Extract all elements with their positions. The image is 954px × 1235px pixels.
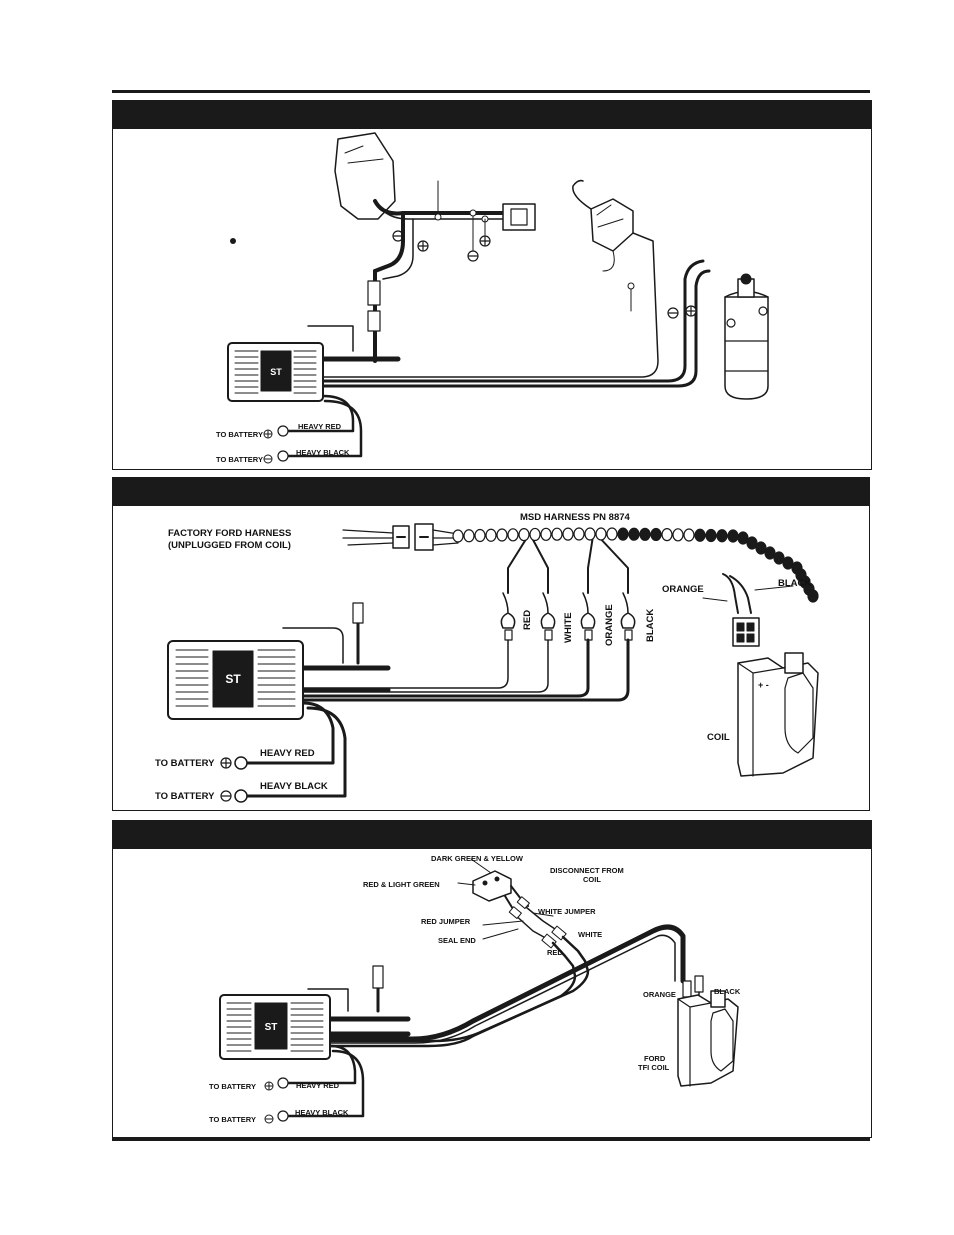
black-label: BLACK (778, 578, 811, 589)
harness-bead (474, 528, 486, 543)
harness-bead (496, 528, 508, 542)
disconnect-label-line1: DISCONNECT FROM (550, 866, 624, 875)
harness-bead (716, 529, 728, 543)
to-battery-positive-label: TO BATTERY (216, 430, 263, 439)
harness-bead (746, 536, 758, 550)
heavy-black-label: HEAVY BLACK (296, 448, 350, 457)
harness-beads (452, 527, 819, 603)
coil-label: COIL (707, 732, 730, 743)
harness-bead (595, 527, 607, 541)
red-label: RED (547, 948, 563, 957)
coil-connector-plug (732, 617, 760, 647)
harness-bead (485, 528, 497, 542)
harness-bead (518, 528, 530, 542)
harness-bead (628, 527, 640, 541)
dark-green-yellow-label: DARK GREEN & YELLOW (431, 854, 524, 863)
harness-bead (507, 528, 519, 542)
wiring-diagram-2: + - ST FACTORY FORD HARNESS (UNPLUGGED F… (112, 477, 870, 811)
harness-bead (573, 527, 585, 541)
harness-bead (584, 527, 596, 541)
wiring-diagram-3: ST DARK GREEN & YELLOW RED & LIGHT GREEN… (112, 820, 872, 1138)
harness-bead (650, 527, 662, 542)
to-battery-negative-label: TO BATTERY (155, 791, 215, 802)
harness-bead (463, 529, 475, 543)
diagram-1-drawing: ST TO BATTERY TO BATTERY HEAVY RED HEAVY… (216, 132, 769, 464)
white-jumper-label: WHITE JUMPER (538, 907, 596, 916)
white-label: WHITE (578, 930, 602, 939)
harness-bead (606, 527, 618, 541)
harness-bead (540, 527, 552, 541)
to-battery-positive-label: TO BATTERY (209, 1082, 256, 1091)
heavy-red-label: HEAVY RED (296, 1081, 340, 1090)
harness-bead (452, 529, 464, 543)
harness-bead (737, 531, 749, 545)
orange-label: ORANGE (643, 990, 676, 999)
harness-bead (683, 528, 695, 542)
tfi-coil-icon: + - (737, 652, 819, 777)
bottom-rule (112, 1138, 870, 1141)
msd-ignition-box: ST (167, 640, 304, 720)
harness-bead (529, 527, 541, 542)
to-battery-negative-label: TO BATTERY (209, 1115, 256, 1124)
panel-header-bar (113, 478, 869, 506)
harness-bead (661, 528, 673, 542)
ignition-coil-icon (724, 273, 769, 400)
harness-bead (782, 556, 794, 570)
harness-bead (773, 551, 785, 565)
panel-header-bar (113, 101, 871, 129)
harness-bead (617, 527, 629, 541)
panel-header-bar (113, 821, 871, 849)
white-wire-label: WHITE (563, 612, 574, 643)
harness-bead (672, 528, 684, 542)
heavy-black-label: HEAVY BLACK (260, 781, 328, 792)
ford-tfi-label-line2: TFI COIL (638, 1063, 670, 1072)
pickup-connector (502, 203, 536, 231)
msd-ignition-box: ST (227, 342, 324, 402)
svg-text:ST: ST (270, 367, 282, 377)
diagram-2-drawing: + - ST FACTORY FORD HARNESS (UNPLUGGED F… (155, 512, 819, 803)
harness-bead (639, 527, 651, 541)
wiring-diagram-1: ST TO BATTERY TO BATTERY HEAVY RED HEAVY… (112, 100, 872, 470)
ford-tfi-label-line1: FORD (644, 1054, 666, 1063)
red-jumper-label: RED JUMPER (421, 917, 471, 926)
svg-text:ST: ST (265, 1022, 278, 1033)
ford-tfi-coil-icon (677, 990, 739, 1087)
harness-bead (694, 528, 706, 542)
harness-bead (562, 527, 574, 541)
factory-connector (392, 523, 434, 551)
heavy-red-label: HEAVY RED (260, 748, 315, 759)
to-battery-positive-label: TO BATTERY (155, 758, 215, 769)
harness-bead (551, 527, 563, 541)
heavy-black-label: HEAVY BLACK (295, 1108, 349, 1117)
black-wire-label: BLACK (645, 609, 656, 642)
distributor-icon (334, 132, 396, 220)
disconnect-label-line2: COIL (583, 875, 601, 884)
seal-end-label: SEAL END (438, 936, 476, 945)
harness-bead (705, 528, 717, 543)
diagram-3-drawing: ST DARK GREEN & YELLOW RED & LIGHT GREEN… (209, 854, 741, 1124)
ignition-module-icon (572, 179, 634, 272)
factory-harness-label-line1: FACTORY FORD HARNESS (168, 528, 291, 539)
harness-bead (807, 589, 819, 603)
orange-wire-label: ORANGE (604, 604, 615, 646)
red-light-green-label: RED & LIGHT GREEN (363, 880, 440, 889)
jumper-wires (508, 896, 567, 949)
to-battery-negative-label: TO BATTERY (216, 455, 263, 464)
svg-text:+ -: + - (758, 680, 769, 690)
disconnect-connector (472, 870, 512, 902)
heavy-red-label: HEAVY RED (298, 422, 342, 431)
orange-label: ORANGE (662, 584, 704, 595)
harness-bead (764, 546, 776, 560)
factory-harness-label-line2: (UNPLUGGED FROM COIL) (168, 540, 291, 551)
harness-bead (727, 529, 739, 543)
black-label: BLACK (714, 987, 741, 996)
msd-harness-label: MSD HARNESS PN 8874 (520, 512, 631, 523)
harness-bead (755, 541, 767, 555)
top-rule (112, 90, 870, 93)
msd-ignition-box: ST (219, 994, 331, 1060)
svg-text:ST: ST (225, 672, 241, 686)
red-wire-label: RED (522, 610, 533, 630)
